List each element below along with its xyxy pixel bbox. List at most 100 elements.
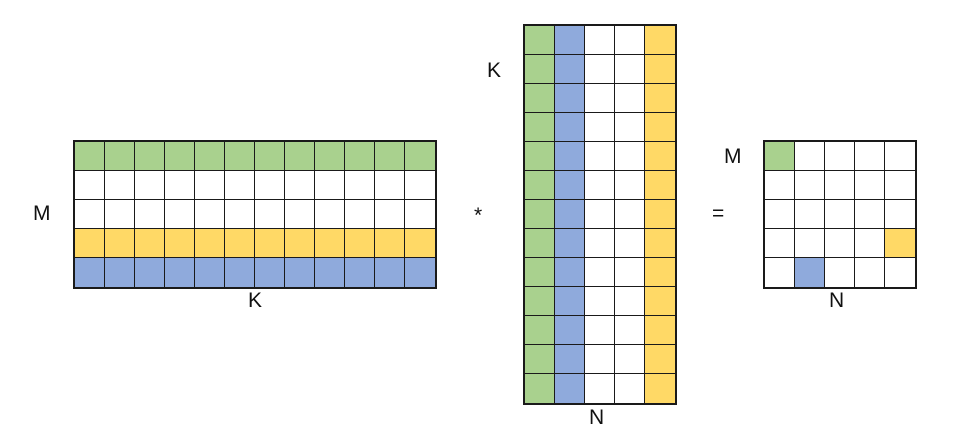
matrix-b-cell <box>555 113 585 142</box>
matrix-b-cell <box>615 142 645 171</box>
matrix-b-cell <box>585 26 615 55</box>
matrix-c-cell <box>795 229 825 258</box>
matrix-a-cell <box>135 142 165 171</box>
matrix-b-cell <box>525 229 555 258</box>
matrix-c-cell <box>855 200 885 229</box>
matrix-b-cell <box>525 345 555 374</box>
matrix-b-cell <box>585 84 615 113</box>
matrix-b-cell <box>645 171 675 200</box>
matrix-c-cell <box>795 171 825 200</box>
matrix-c-cell <box>825 171 855 200</box>
matrix-c-cell <box>885 142 915 171</box>
matrix-b-cell <box>645 316 675 345</box>
matrix-a <box>73 140 437 289</box>
matrix-b-cell <box>525 84 555 113</box>
matrix-a-cell <box>405 229 435 258</box>
matrix-b-cell <box>525 55 555 84</box>
matrix-a-cell <box>255 171 285 200</box>
matrix-b-cell <box>585 171 615 200</box>
matrix-a-cell <box>225 200 255 229</box>
matrix-c-cell <box>825 142 855 171</box>
matrix-b-cell <box>615 26 645 55</box>
matrix-b-cell <box>555 55 585 84</box>
matrix-b-cell <box>525 374 555 403</box>
matrix-b-cell <box>555 200 585 229</box>
multiply-operator: * <box>474 204 483 227</box>
matrix-c-cell <box>825 258 855 287</box>
matrix-a-cell <box>285 171 315 200</box>
matrix-a-cell <box>315 171 345 200</box>
matrix-a-cell <box>375 200 405 229</box>
matrix-a-cell <box>165 142 195 171</box>
matrix-b-cell <box>615 113 645 142</box>
matrix-a-cell <box>315 258 345 287</box>
matrix-a-cell <box>375 171 405 200</box>
matrix-b-cell <box>525 171 555 200</box>
matrix-b-cell <box>585 200 615 229</box>
matrix-b-cell <box>645 84 675 113</box>
matrix-b-cell <box>615 287 645 316</box>
matrix-b-cell <box>525 142 555 171</box>
matrix-a-cell <box>195 258 225 287</box>
matrix-c <box>763 140 917 289</box>
matrix-a-cell <box>105 171 135 200</box>
matrix-c-cell <box>885 171 915 200</box>
matrix-b-cell <box>615 55 645 84</box>
matrix-b-cell <box>645 258 675 287</box>
matrix-a-cell <box>345 142 375 171</box>
matrix-b-cell <box>645 113 675 142</box>
matrix-a-cell <box>165 200 195 229</box>
matrix-b-cell <box>555 171 585 200</box>
matrix-b-cell <box>525 200 555 229</box>
matrix-a-cell <box>225 142 255 171</box>
matrix-a-cell <box>165 229 195 258</box>
matrix-b-cell <box>615 316 645 345</box>
matrix-c-cell <box>855 258 885 287</box>
matrix-a-cell <box>75 229 105 258</box>
matrix-a-cell <box>105 258 135 287</box>
matrix-b-row-label: K <box>487 59 502 82</box>
matrix-a-cell <box>135 258 165 287</box>
matrix-b <box>523 24 677 405</box>
matrix-b-cell <box>585 113 615 142</box>
matrix-a-cell <box>195 142 225 171</box>
matrix-a-cell <box>135 229 165 258</box>
matrix-c-cell <box>855 142 885 171</box>
matrix-a-row-label: M <box>33 202 51 225</box>
matrix-a-cell <box>345 200 375 229</box>
matrix-b-cell <box>615 171 645 200</box>
matrix-a-cell <box>285 258 315 287</box>
matrix-a-cell <box>255 142 285 171</box>
matrix-a-cell <box>165 171 195 200</box>
matrix-a-cell <box>315 200 345 229</box>
matrix-b-cell <box>525 26 555 55</box>
matrix-c-cell <box>855 171 885 200</box>
matrix-c-cell <box>885 200 915 229</box>
matrix-a-cell <box>195 171 225 200</box>
matrix-c-row-label: M <box>724 145 742 168</box>
matrix-b-cell <box>645 142 675 171</box>
matrix-b-cell <box>645 374 675 403</box>
matrix-a-cell <box>405 200 435 229</box>
matrix-b-cell <box>585 258 615 287</box>
matrix-a-cell <box>375 229 405 258</box>
matrix-b-cell <box>615 258 645 287</box>
matrix-b-cell <box>585 142 615 171</box>
matrix-a-cell <box>225 229 255 258</box>
matrix-b-cell <box>525 287 555 316</box>
matrix-b-cell <box>645 345 675 374</box>
matrix-c-cell <box>855 229 885 258</box>
matrix-a-cell <box>225 258 255 287</box>
matrix-b-cell <box>615 345 645 374</box>
matrix-b-cell <box>555 229 585 258</box>
matrix-b-cell <box>525 258 555 287</box>
matrix-a-cell <box>255 229 285 258</box>
matrix-b-cell <box>555 26 585 55</box>
matrix-a-cell <box>105 142 135 171</box>
matrix-c-cell <box>885 229 915 258</box>
matrix-c-cell <box>885 258 915 287</box>
matrix-c-cell <box>765 258 795 287</box>
matrix-a-cell <box>315 142 345 171</box>
matrix-b-cell <box>555 316 585 345</box>
matrix-c-cell <box>765 142 795 171</box>
